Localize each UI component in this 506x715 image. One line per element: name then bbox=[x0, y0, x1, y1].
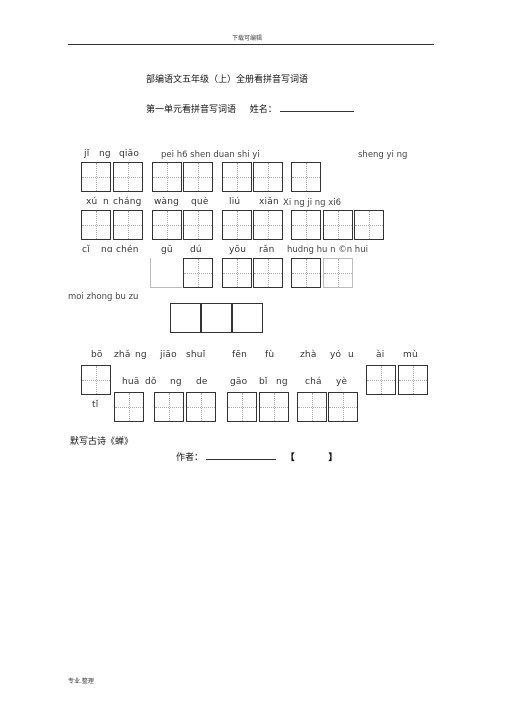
pinyin: chá bbox=[305, 377, 322, 387]
writing-box[interactable] bbox=[259, 392, 289, 422]
writing-box[interactable] bbox=[150, 258, 182, 288]
section-title: 第一单元看拼音写词语 姓名： bbox=[146, 102, 354, 115]
dynasty-field[interactable] bbox=[298, 451, 326, 460]
writing-box[interactable] bbox=[291, 258, 321, 288]
pinyin: nɑ bbox=[101, 245, 113, 255]
pinyin: tǐ bbox=[92, 400, 99, 410]
writing-box[interactable] bbox=[186, 392, 216, 422]
writing-box[interactable] bbox=[366, 365, 396, 395]
name-label: 姓名： bbox=[249, 105, 277, 115]
pinyin: jǐ bbox=[84, 149, 90, 159]
pinyin: qiǎo bbox=[119, 149, 140, 159]
writing-box[interactable] bbox=[291, 162, 321, 192]
pinyin: què bbox=[191, 197, 209, 207]
writing-box[interactable] bbox=[222, 162, 252, 192]
writing-box[interactable] bbox=[328, 392, 358, 422]
page-footer: 专业.整理 bbox=[68, 678, 94, 685]
pinyin: xiǎn bbox=[259, 197, 279, 207]
pinyin: cháng bbox=[113, 197, 142, 207]
pinyin: de bbox=[196, 377, 208, 387]
pinyin: sheng yi ng bbox=[358, 150, 408, 160]
name-field[interactable] bbox=[279, 102, 354, 112]
doc-title: 部编语文五年级（上）全册看拼音写词语 bbox=[146, 75, 309, 85]
writing-box[interactable] bbox=[222, 258, 252, 288]
pinyin: bǐ bbox=[259, 377, 268, 387]
author-label: 作者： bbox=[176, 453, 204, 463]
pinyin: hudng hu n ©n hui bbox=[287, 245, 368, 255]
pinyin: yè bbox=[336, 377, 348, 387]
writing-box[interactable] bbox=[253, 210, 283, 240]
writing-box[interactable] bbox=[152, 210, 182, 240]
writing-box[interactable] bbox=[113, 162, 143, 192]
pinyin: n bbox=[103, 197, 109, 207]
pinyin: cǐ bbox=[82, 245, 90, 255]
pinyin: ng bbox=[276, 377, 288, 387]
writing-box[interactable] bbox=[232, 303, 263, 333]
writing-box[interactable] bbox=[183, 258, 213, 288]
writing-box[interactable] bbox=[154, 392, 184, 422]
pinyin: yōu bbox=[229, 245, 247, 255]
writing-box[interactable] bbox=[81, 162, 111, 192]
pinyin: dǒ bbox=[145, 377, 157, 387]
pinyin: Xi ng ji ng xi6 bbox=[283, 198, 342, 208]
pinyin: liú bbox=[229, 197, 241, 207]
pinyin: wàng bbox=[154, 197, 180, 207]
pinyin: zhà bbox=[300, 350, 317, 360]
writing-box[interactable] bbox=[398, 365, 428, 395]
pinyin: fēn bbox=[232, 350, 248, 360]
poem-author-line: 作者： 【 】 bbox=[176, 450, 337, 463]
pinyin: yó bbox=[330, 350, 342, 360]
pinyin: dú bbox=[190, 245, 202, 255]
author-field[interactable] bbox=[205, 450, 276, 460]
pinyin: rǎn bbox=[259, 245, 275, 255]
writing-box[interactable] bbox=[253, 258, 283, 288]
pinyin: fù bbox=[265, 350, 275, 360]
writing-box[interactable] bbox=[323, 258, 353, 288]
pinyin: jiāo bbox=[160, 350, 177, 360]
pinyin: pei h6 shen duan shi yi bbox=[161, 150, 260, 160]
pinyin: gū bbox=[161, 245, 173, 255]
poem-title: 默写古诗《蝉》 bbox=[70, 437, 134, 447]
dynasty-bracket-close: 】 bbox=[328, 453, 338, 463]
writing-box[interactable] bbox=[201, 303, 232, 333]
pinyin: xú bbox=[86, 197, 98, 207]
pinyin: gāo bbox=[230, 377, 248, 387]
pinyin: ng bbox=[170, 377, 182, 387]
dynasty-bracket-open: 【 bbox=[285, 453, 295, 463]
pinyin: ài bbox=[376, 350, 385, 360]
writing-box[interactable] bbox=[227, 392, 257, 422]
pinyin: ng bbox=[135, 350, 147, 360]
writing-box[interactable] bbox=[291, 210, 321, 240]
writing-box[interactable] bbox=[253, 162, 283, 192]
pinyin: ng bbox=[99, 149, 111, 159]
writing-box[interactable] bbox=[113, 210, 143, 240]
writing-box[interactable] bbox=[81, 210, 111, 240]
writing-box[interactable] bbox=[170, 303, 201, 333]
pinyin: shuǐ bbox=[186, 350, 206, 360]
pinyin: bō bbox=[91, 350, 103, 360]
writing-box[interactable] bbox=[222, 210, 252, 240]
writing-box[interactable] bbox=[183, 210, 213, 240]
pinyin: moi zhong bu zu bbox=[68, 292, 139, 302]
pinyin: zhǎ bbox=[114, 350, 131, 360]
pinyin: chén bbox=[116, 245, 139, 255]
writing-box[interactable] bbox=[183, 162, 213, 192]
pinyin: huā bbox=[122, 377, 140, 387]
section-label: 第一单元看拼音写词语 bbox=[146, 105, 237, 115]
writing-box[interactable] bbox=[354, 210, 384, 240]
writing-box[interactable] bbox=[81, 365, 111, 395]
header-rule bbox=[68, 44, 434, 45]
page-header: 下载可编辑 bbox=[232, 35, 263, 42]
writing-box[interactable] bbox=[297, 392, 327, 422]
writing-box[interactable] bbox=[323, 210, 353, 240]
pinyin: u bbox=[348, 350, 354, 360]
writing-box[interactable] bbox=[114, 392, 144, 422]
pinyin: mù bbox=[403, 350, 418, 360]
writing-box[interactable] bbox=[152, 162, 182, 192]
